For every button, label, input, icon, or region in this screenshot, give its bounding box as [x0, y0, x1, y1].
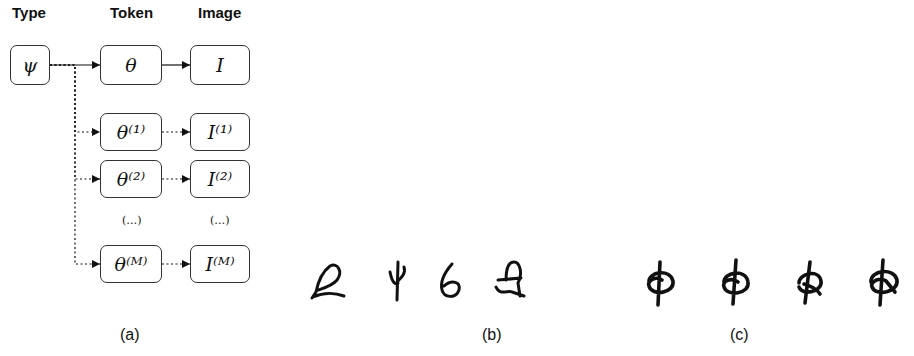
image-box: I⁽²⁾ [190, 160, 250, 198]
column-header: Image [198, 4, 241, 21]
type-box: ψ [10, 45, 50, 85]
panel-label: (a) [120, 326, 140, 344]
character-sample [496, 262, 524, 296]
panel-label: (c) [730, 326, 749, 344]
node-symbol: θ⁽¹⁾ [117, 121, 145, 143]
ellipsis-mark: (…) [122, 214, 142, 227]
token-box: θ⁽ᴹ⁾ [100, 245, 162, 283]
character-sample [312, 265, 344, 298]
character-sample [390, 262, 405, 300]
token-box: θ⁽²⁾ [100, 160, 162, 198]
character-sample [724, 260, 748, 304]
character-sample [799, 262, 821, 303]
node-symbol: θ [125, 54, 136, 76]
solid-arrow [162, 64, 190, 65]
column-header: Type [12, 4, 46, 21]
image-box: I [190, 45, 250, 85]
node-symbol: ψ [23, 54, 38, 76]
image-box: I⁽¹⁾ [190, 113, 250, 151]
token-box: θ [100, 45, 162, 85]
solid-arrow [50, 64, 100, 65]
character-sample [871, 260, 897, 305]
column-header: Token [110, 4, 153, 21]
character-sample [649, 262, 673, 305]
node-symbol: I [216, 54, 224, 76]
node-symbol: I⁽ᴹ⁾ [205, 253, 234, 275]
node-symbol: θ⁽²⁾ [117, 168, 145, 190]
character-sample [442, 264, 460, 296]
dotted-arrow [162, 263, 190, 264]
token-box: θ⁽¹⁾ [100, 113, 162, 151]
image-box: I⁽ᴹ⁾ [190, 245, 250, 283]
node-symbol: I⁽²⁾ [208, 168, 232, 190]
node-symbol: θ⁽ᴹ⁾ [114, 253, 147, 275]
ellipsis-mark: (…) [210, 214, 230, 227]
dotted-arrow [162, 178, 190, 179]
dotted-arrow [50, 65, 100, 264]
panel-label: (b) [482, 326, 502, 344]
node-symbol: I⁽¹⁾ [208, 121, 232, 143]
dotted-arrow [162, 131, 190, 132]
